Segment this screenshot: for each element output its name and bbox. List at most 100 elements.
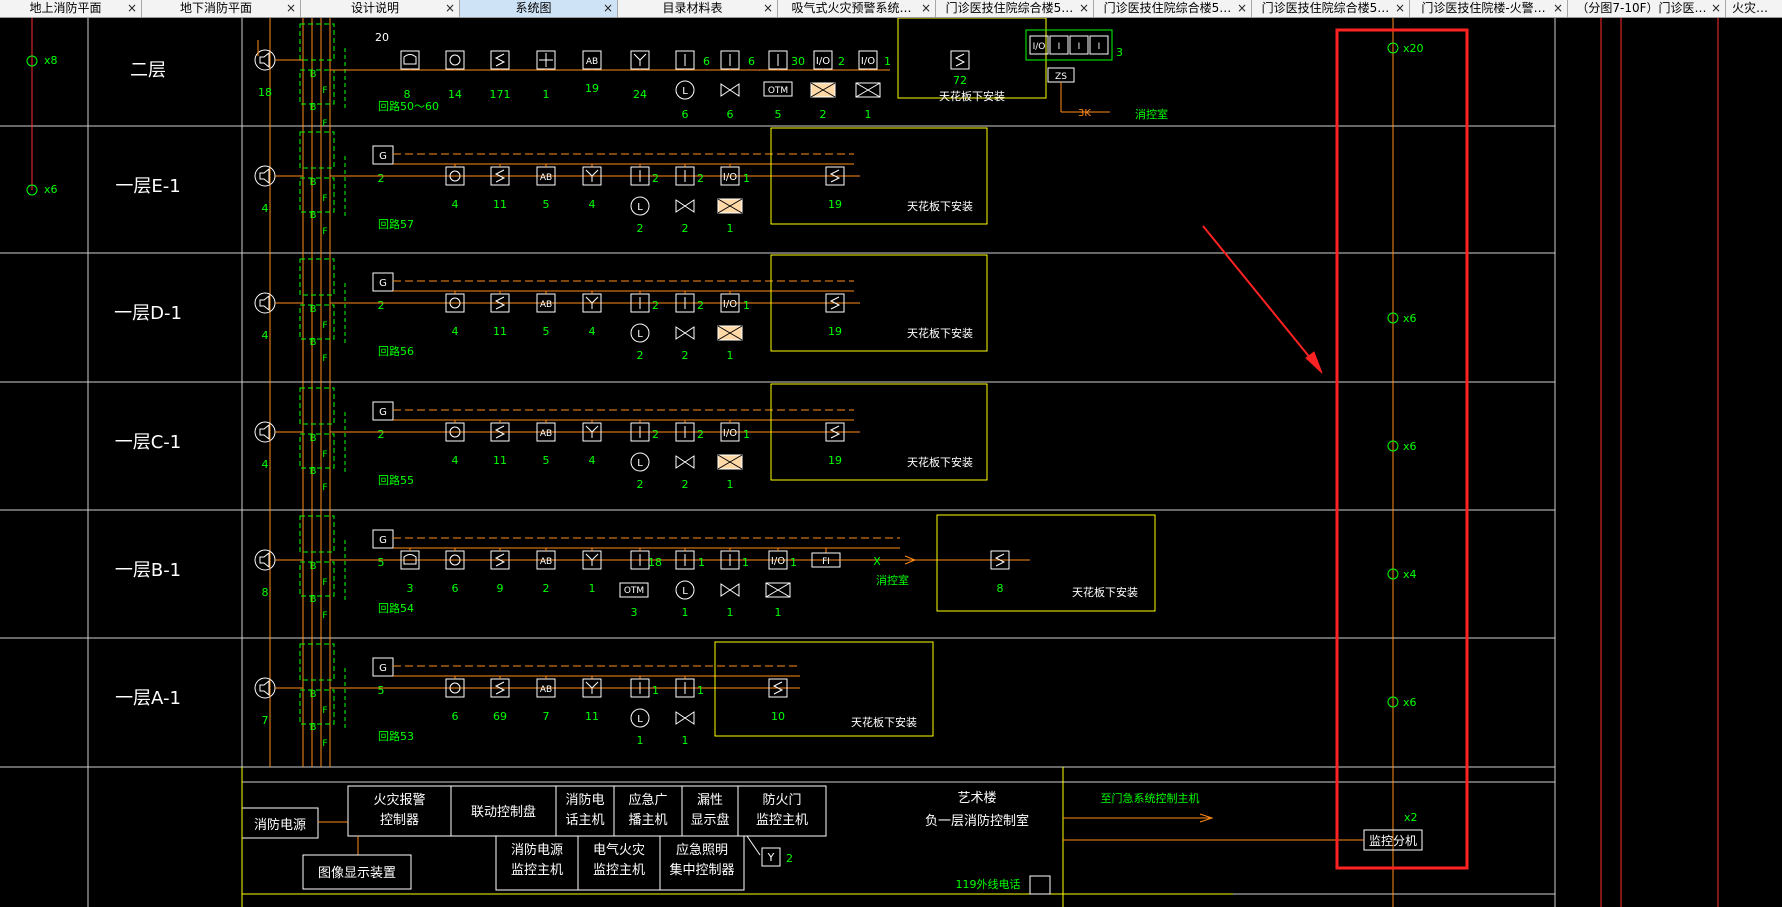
- count: 19: [585, 82, 599, 95]
- tab-5[interactable]: 目录材料表×: [618, 0, 778, 17]
- install-note: 天花板下安装: [907, 326, 973, 340]
- count: 5: [543, 198, 550, 211]
- count: 11: [493, 454, 507, 467]
- count: 6: [452, 710, 459, 723]
- tab-close-icon[interactable]: ×: [762, 1, 773, 15]
- tab-close-icon[interactable]: ×: [920, 1, 931, 15]
- count: 10: [771, 710, 785, 723]
- device-s: [950, 50, 970, 70]
- tab-11[interactable]: （分图7-10F）门诊医…×: [1568, 0, 1726, 17]
- f-mark: F: [322, 194, 327, 204]
- g-module: [372, 145, 394, 165]
- install-note: 天花板下安装: [939, 89, 1005, 103]
- device-s-frame: [950, 50, 970, 70]
- b-mark: B: [310, 177, 317, 188]
- controller-label: 消防电源: [511, 842, 563, 858]
- tab-close-icon[interactable]: ×: [1078, 1, 1089, 15]
- cone: [259, 679, 270, 697]
- device-s-frame: [825, 166, 845, 186]
- tab-close-icon[interactable]: ×: [1394, 1, 1405, 15]
- tab-6[interactable]: 吸气式火灾预警系统… ×: [778, 0, 936, 17]
- count: 8: [262, 586, 269, 599]
- tab-7[interactable]: 门诊医技住院综合楼5…×: [936, 0, 1094, 17]
- count: 18: [258, 86, 272, 99]
- count: 14: [448, 88, 462, 101]
- b-mark: B: [310, 69, 317, 80]
- s-glyph: [494, 681, 506, 695]
- tab-close-icon[interactable]: ×: [285, 1, 296, 15]
- y-glyph: [633, 53, 647, 66]
- tab-close-icon[interactable]: ×: [126, 1, 137, 15]
- cone: [259, 551, 270, 569]
- b-mark: B: [310, 722, 317, 733]
- count: 3: [631, 606, 638, 619]
- display-box: [302, 854, 412, 890]
- tab-10[interactable]: 门诊医技住院楼-火警…×: [1410, 0, 1568, 17]
- tab-1[interactable]: 地上消防平面×: [0, 0, 142, 17]
- bus-box-lower: [299, 433, 335, 469]
- controller-box-9: [659, 835, 745, 891]
- count: 1: [727, 606, 734, 619]
- note: 消控室: [1135, 107, 1168, 121]
- tab-12[interactable]: 火灾自动: [1726, 0, 1782, 17]
- sup: 2: [697, 299, 704, 312]
- circle: [630, 708, 650, 728]
- wire: [746, 835, 761, 856]
- horn-glyph: [449, 426, 461, 438]
- loop-label: 回路53: [378, 730, 414, 743]
- count: 171: [490, 88, 511, 101]
- power-label: 消防电源: [254, 817, 306, 833]
- tab-close-icon[interactable]: ×: [1552, 1, 1563, 15]
- speaker-icon: [254, 677, 276, 699]
- 3k-label: 3K: [1078, 108, 1091, 119]
- count: 2: [682, 222, 689, 235]
- valve-icon: [675, 326, 695, 340]
- b-mark: B: [310, 304, 317, 315]
- phone-icon: [1029, 875, 1051, 895]
- tab-close-icon[interactable]: ×: [1710, 1, 1721, 15]
- count: 1: [775, 606, 782, 619]
- count: 5: [378, 684, 385, 697]
- multiplier: x6: [44, 183, 58, 196]
- sup: 2: [652, 428, 659, 441]
- tab-close-icon[interactable]: ×: [602, 1, 613, 15]
- count: 2: [682, 349, 689, 362]
- monitor-label: 监控分机: [1369, 834, 1417, 848]
- loop-label: 回路55: [378, 474, 414, 487]
- tab-label: 门诊医技住院综合楼5…: [1261, 1, 1390, 15]
- s-glyph: [829, 296, 841, 310]
- count: 4: [452, 198, 459, 211]
- sup: 1: [743, 299, 750, 312]
- tab-4[interactable]: 系统图×: [460, 0, 618, 17]
- g-module: [372, 529, 394, 549]
- controller-box-6: [737, 785, 827, 837]
- f-mark: F: [322, 450, 327, 460]
- tab-8[interactable]: 门诊医技住院综合楼5…×: [1094, 0, 1252, 17]
- count: 6: [682, 108, 689, 121]
- document-tab-bar: 地上消防平面×地下消防平面×设计说明×系统图×目录材料表× 吸气式火灾预警系统… ×…: [0, 0, 1782, 18]
- bus-box-upper: [299, 515, 335, 553]
- s-glyph: [829, 425, 841, 439]
- tab-label: （分图7-10F）门诊医…: [1576, 1, 1707, 15]
- count: 2: [786, 852, 793, 865]
- tab-label: 吸气式火灾预警系统…: [791, 1, 912, 15]
- tab-close-icon[interactable]: ×: [444, 1, 455, 15]
- smoke-detector-icon: [1387, 568, 1399, 580]
- tab-3[interactable]: 设计说明×: [301, 0, 460, 17]
- tab-2[interactable]: 地下消防平面×: [142, 0, 301, 17]
- count: 1: [727, 222, 734, 235]
- sup: 2: [697, 428, 704, 441]
- tab-close-icon[interactable]: ×: [1236, 1, 1247, 15]
- s-glyph: [494, 169, 506, 183]
- device-horn: [445, 50, 465, 70]
- speaker-icon: [254, 165, 276, 187]
- io-glyph: I/O: [771, 556, 785, 567]
- multiplier: x4: [1403, 568, 1417, 581]
- s-glyph: [829, 169, 841, 183]
- tab-9[interactable]: 门诊医技住院综合楼5… ×: [1252, 0, 1410, 17]
- io-group-box: [1025, 29, 1113, 61]
- y-glyph: [585, 681, 599, 694]
- damper-cross: [765, 582, 791, 598]
- count: 72: [953, 74, 967, 87]
